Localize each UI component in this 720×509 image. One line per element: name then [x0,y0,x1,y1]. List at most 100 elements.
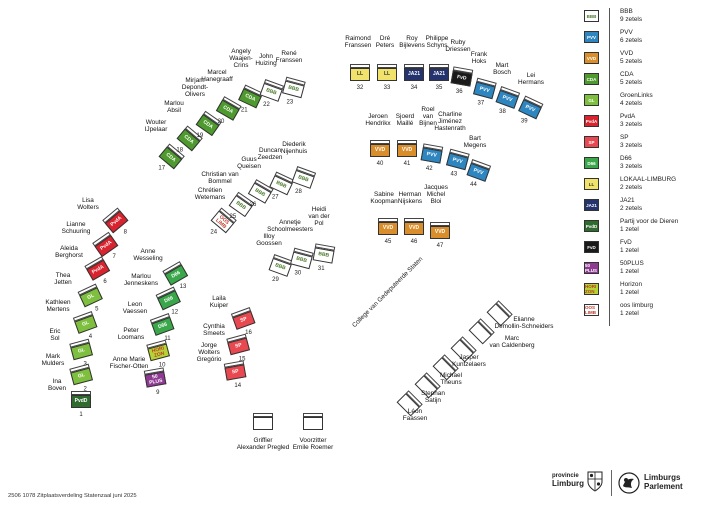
member-name: Angely Waajen- Crins [229,48,253,70]
college-member-name: Stephan Satijn [421,390,445,405]
seat-number: 28 [295,189,302,196]
seat-number: 7 [112,254,116,261]
legend-party-name: PvdA [620,113,636,120]
member-name: Chrétien Wetemans [194,187,226,202]
member-name: John Huizing [255,53,277,68]
legend-seat-count: 5 zetels [620,58,643,65]
seat-34[interactable]: JA21 34 [404,64,424,91]
seat-number: 21 [240,107,248,114]
seat-number: 39 [520,118,528,125]
member-name: Lianne Schuuring [61,221,91,236]
seat-number: 16 [245,330,252,337]
seat-number: 34 [410,85,418,91]
logo-separator [611,470,612,496]
dais-seat[interactable] [303,413,323,430]
seat-number: 27 [271,194,279,201]
college-member-name: Elianne Demollin-Schneiders [494,316,554,331]
seat-number: 11 [164,336,171,343]
legend-party-name: oos limburg [620,302,654,309]
seat-number: 1 [79,412,83,418]
legend-party-name: VVD [620,50,634,57]
legend-party-name: BBB [620,8,633,15]
seat-body [468,321,492,345]
college-member-name: Jasper Kuntzelaers [452,354,486,369]
member-name: Cynthia Smeets [203,323,225,338]
seat-number: 9 [156,389,160,396]
member-name: Marcel Hanegraaff [201,69,233,84]
dais-seat[interactable] [253,413,273,430]
seat-number: 47 [436,243,444,249]
dais-label: Griffier Alexander Pregled [236,437,290,452]
seat-backrest [430,222,450,226]
dais-label: Voorzitter Emile Roemer [292,437,334,452]
seat-party-badge: SP [224,364,247,381]
member-name: Marlou Jenneskens [123,273,159,288]
legend-seat-count: 1 zetel [620,268,639,275]
seat-backrest [397,140,417,144]
seat-number: 30 [294,270,302,277]
seat-backrest [370,140,390,144]
seat-number: 24 [210,229,218,236]
legend-party-name: FvD [620,239,632,246]
member-name: Frank Hoks [470,51,488,66]
legend-party-name: Partij voor de Dieren [620,218,679,225]
seat-number: 8 [123,229,127,236]
logo-parlement-line1: Limburgs [644,473,681,482]
legend-seat-count: 2 zetels [620,205,643,212]
member-name: Annetje Schoolmeesters [267,219,313,234]
seat-number: 29 [272,277,279,284]
seat-number: 19 [196,133,204,140]
seat-number: 6 [103,278,107,285]
college-member-name: Marc van Caldenberg [489,335,535,350]
legend-swatch: BBB [584,10,599,22]
seat-backrest [378,218,398,222]
legend-seat-count: 1 zetel [620,226,639,233]
seat-number: 45 [384,239,392,245]
member-name: Mirjam Depondt- Olivers [181,77,209,99]
seat-party-badge: JA21 [404,68,424,81]
seat-number: 22 [263,102,270,109]
logo-provincie-small: provincie [552,473,579,479]
member-name: Thea Jetten [54,272,72,287]
member-name: Roel van Bijnen [419,106,437,128]
limburgs-parlement-logo: Limburgs Parlement [618,470,714,498]
